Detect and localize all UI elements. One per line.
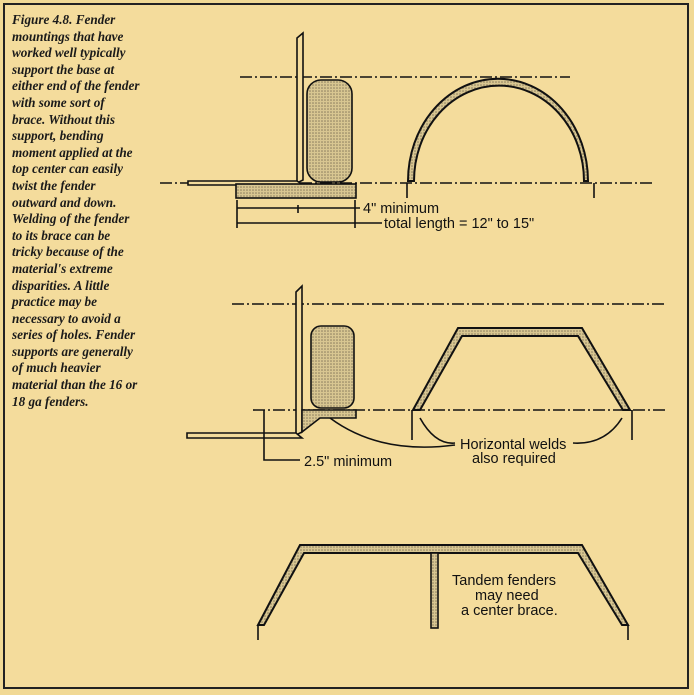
diagram-tandem-fender bbox=[256, 544, 630, 640]
angle-bracket-vertical bbox=[295, 284, 303, 437]
label-4in-minimum: 4" minimum bbox=[363, 201, 439, 217]
tire bbox=[310, 325, 355, 409]
weld-leader bbox=[329, 417, 456, 448]
diagram-flat-fender bbox=[186, 284, 668, 461]
label-25in-minimum: 2.5" minimum bbox=[304, 454, 392, 470]
tire bbox=[306, 79, 353, 183]
base-brace bbox=[301, 409, 357, 434]
label-tandem-1: Tandem fenders bbox=[452, 573, 556, 589]
tandem-fender bbox=[256, 544, 630, 626]
diagram-round-fender bbox=[160, 31, 655, 228]
base-brace bbox=[235, 183, 357, 199]
label-total-length: total length = 12" to 15" bbox=[384, 216, 534, 232]
figure-caption: Figure 4.8. Fender mountings that have w… bbox=[12, 12, 140, 409]
label-tandem-2: may need bbox=[475, 588, 539, 604]
flat-fender bbox=[411, 327, 632, 411]
round-fender bbox=[406, 77, 590, 182]
label-horizontal-welds: Horizontal welds bbox=[460, 437, 566, 453]
weld-leader bbox=[419, 417, 456, 444]
weld-leader bbox=[572, 417, 623, 444]
angle-bracket-vertical bbox=[296, 31, 304, 185]
angle-bracket-horizontal bbox=[186, 432, 305, 439]
center-brace bbox=[430, 552, 439, 629]
label-tandem-3: a center brace. bbox=[461, 603, 558, 619]
label-also-required: also required bbox=[472, 451, 556, 467]
dim-25-leader bbox=[263, 435, 300, 461]
